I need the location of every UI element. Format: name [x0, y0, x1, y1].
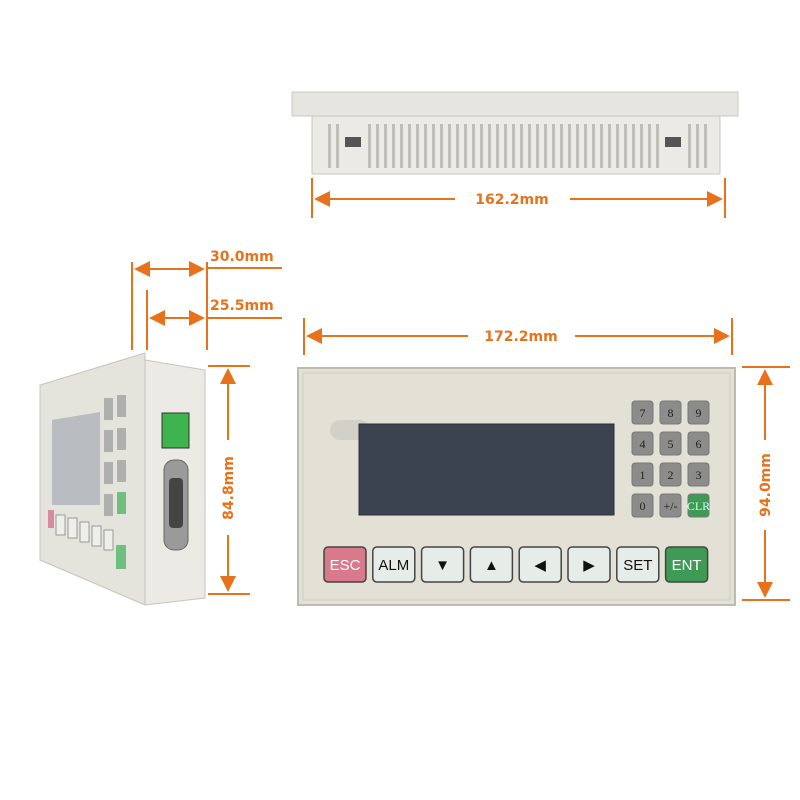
key-+/-[interactable]: +/-: [659, 493, 682, 518]
key-label: 0: [640, 499, 646, 513]
key-label: +/-: [663, 499, 677, 513]
top-width-label: 162.2mm: [475, 192, 548, 208]
key-label: ESC: [330, 557, 361, 574]
side-height-label: 84.8mm: [221, 456, 237, 520]
key-label: 7: [640, 406, 646, 420]
key-1[interactable]: 1: [631, 462, 654, 487]
key-label: ALM: [378, 557, 409, 574]
key-left[interactable]: ◀: [518, 546, 562, 583]
key-label: 5: [668, 437, 674, 451]
key-label: ▶: [583, 557, 595, 574]
key-set[interactable]: SET: [616, 546, 660, 583]
front-panel: 7 8 9 4 5 6 1 2 3 0 +/- CLR ESC ALM ▼ ▲ ◀ ▶ SET ENT: [297, 367, 736, 606]
key-4[interactable]: 4: [631, 431, 654, 456]
key-down[interactable]: ▼: [420, 546, 465, 583]
key-7[interactable]: 7: [631, 400, 654, 425]
key-6[interactable]: 6: [687, 431, 710, 456]
numeric-keypad: 7 8 9 4 5 6 1 2 3 0 +/- CLR: [631, 400, 710, 518]
key-right[interactable]: ▶: [567, 546, 611, 583]
dimension-side-height: [208, 365, 250, 595]
key-label: 8: [668, 406, 674, 420]
key-label: ◀: [534, 557, 546, 574]
key-label: ENT: [672, 557, 702, 574]
key-label: 9: [696, 406, 702, 420]
side-view-device: [39, 352, 206, 606]
key-8[interactable]: 8: [659, 400, 682, 425]
function-keys: ESC ALM ▼ ▲ ◀ ▶ SET ENT: [323, 546, 709, 583]
vent-slots: [328, 124, 707, 168]
clip-slot-right: [665, 137, 681, 147]
body-depth-label: 25.5mm: [210, 298, 274, 314]
dimension-depth: [131, 261, 282, 350]
key-label: ▼: [435, 557, 450, 574]
dimension-top-width: [311, 178, 726, 218]
key-label: 6: [696, 437, 702, 451]
key-ent[interactable]: ENT: [664, 546, 709, 583]
key-label: 2: [668, 468, 674, 482]
key-label: 3: [696, 468, 702, 482]
key-label: 1: [640, 468, 646, 482]
key-2[interactable]: 2: [659, 462, 682, 487]
clip-slot-left: [345, 137, 361, 147]
top-view-device: [291, 91, 739, 175]
key-label: 4: [640, 437, 646, 451]
dimension-front-height: [742, 366, 790, 601]
key-label: CLR: [687, 499, 710, 513]
key-5[interactable]: 5: [659, 431, 682, 456]
key-0[interactable]: 0: [631, 493, 654, 518]
key-label: SET: [623, 557, 652, 574]
terminal-connector: [161, 412, 190, 449]
front-width-label: 172.2mm: [484, 329, 557, 345]
key-9[interactable]: 9: [687, 400, 710, 425]
key-label: ▲: [484, 557, 499, 574]
key-alm[interactable]: ALM: [372, 546, 416, 583]
dimension-front-width: [303, 318, 733, 355]
key-CLR[interactable]: CLR: [687, 493, 710, 518]
front-height-label: 94.0mm: [758, 453, 774, 517]
key-up[interactable]: ▲: [469, 546, 514, 583]
key-3[interactable]: 3: [687, 462, 710, 487]
total-depth-label: 30.0mm: [210, 249, 274, 265]
key-esc[interactable]: ESC: [323, 546, 367, 583]
lcd-screen: [358, 423, 615, 516]
